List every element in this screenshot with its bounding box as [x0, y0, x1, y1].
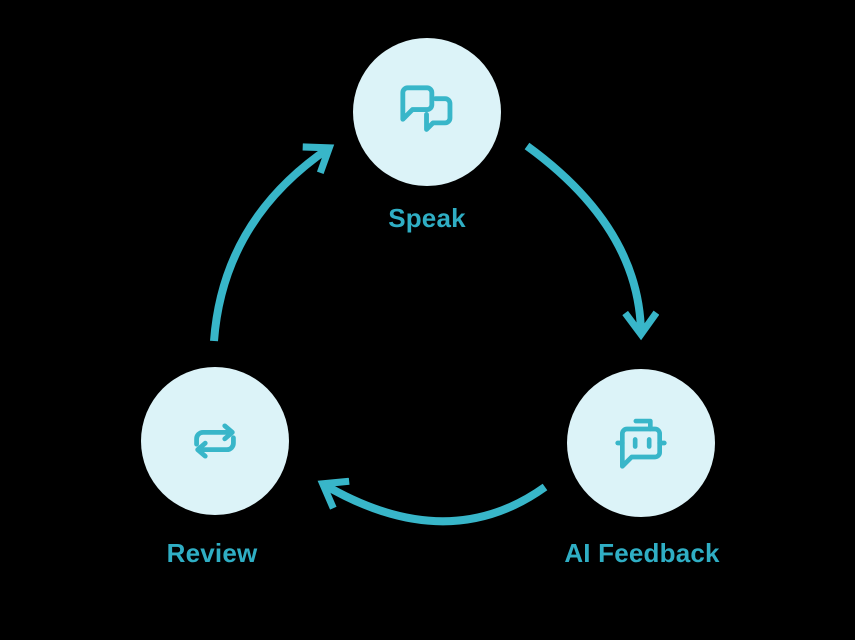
node-label-speak: Speak: [388, 203, 466, 233]
chat-bubbles-icon: [400, 85, 453, 132]
node-review: [141, 367, 289, 515]
node-ai-feedback: [567, 369, 715, 517]
node-speak: [353, 38, 501, 186]
arrow-ai-feedback-to-review: [323, 484, 548, 526]
node-label-review: Review: [166, 538, 258, 568]
node-label-ai-feedback: AI Feedback: [564, 538, 720, 568]
repeat-arrows-icon: [194, 423, 236, 459]
arrow-speak-to-ai-feedback: [524, 142, 641, 334]
robot-icon: [615, 418, 667, 469]
arrow-review-to-speak: [210, 148, 329, 342]
